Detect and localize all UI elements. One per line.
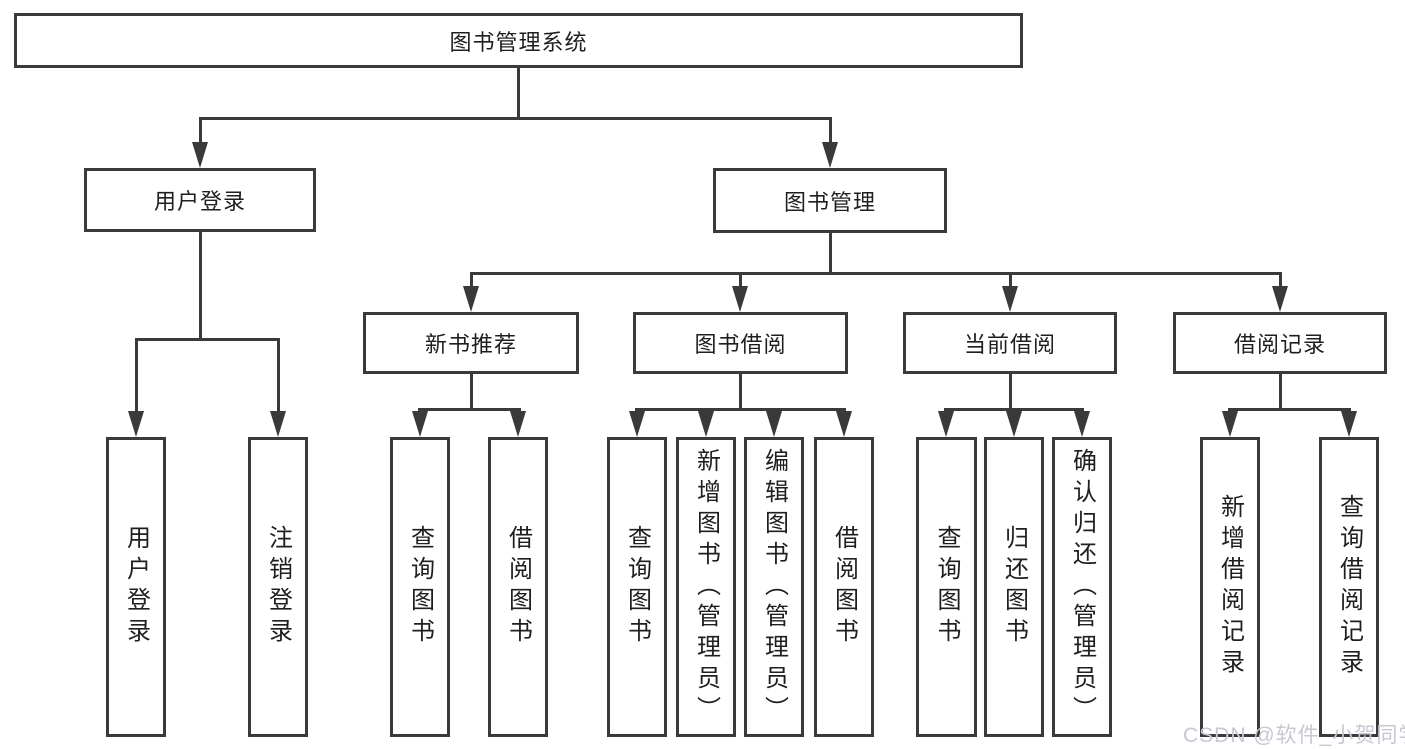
leaf-user-login-label: 用户登录 (122, 525, 150, 649)
node-current-borrowing-label: 当前借阅 (963, 332, 1056, 357)
node-book-management: 图书管理 (713, 168, 947, 233)
arrow-down-icon (766, 411, 782, 437)
leaf-query-borrow-record: 查询借阅记录 (1319, 437, 1379, 737)
node-new-book-recommendation: 新书推荐 (363, 312, 579, 374)
arrow-down-icon (629, 411, 645, 437)
leaf-query-books-current: 查询图书 (916, 437, 977, 737)
arrow-down-icon (836, 411, 852, 437)
connector-new-book-branch (418, 408, 521, 411)
leaf-confirm-return-admin: 确认归还（管理员） (1052, 437, 1112, 737)
node-borrowing-records: 借阅记录 (1173, 312, 1387, 374)
arrow-down-icon (510, 411, 526, 437)
arrow-down-icon (1002, 286, 1018, 312)
connector-drop-user-login (199, 117, 202, 146)
leaf-borrow-books-label: 借阅图书 (830, 525, 858, 649)
node-user-login: 用户登录 (84, 168, 316, 232)
connector-book-management-trunk (829, 231, 832, 275)
connector-drop-leaf-user-login (135, 338, 138, 416)
leaf-add-borrow-record-label: 新增借阅记录 (1216, 494, 1244, 680)
leaf-user-login: 用户登录 (106, 437, 166, 737)
watermark: CSDN @软件_小贺同学 (1183, 724, 1405, 747)
leaf-edit-book-admin-label: 编辑图书（管理员） (760, 447, 788, 727)
leaf-confirm-return-admin-label: 确认归还（管理员） (1068, 447, 1096, 727)
arrow-down-icon (938, 411, 954, 437)
leaf-query-books-borrow: 查询图书 (607, 437, 667, 737)
connector-new-book-trunk (470, 372, 473, 411)
connector-borrowing-records-branch (1228, 408, 1351, 411)
arrow-down-icon (192, 142, 208, 168)
arrow-down-icon (463, 286, 479, 312)
leaf-return-books: 归还图书 (984, 437, 1044, 737)
connector-drop-new-book (470, 272, 473, 290)
leaf-borrow-books: 借阅图书 (814, 437, 874, 737)
connector-drop-book-management (829, 117, 832, 146)
leaf-logout: 注销登录 (248, 437, 308, 737)
arrow-down-icon (1272, 286, 1288, 312)
arrow-down-icon (412, 411, 428, 437)
leaf-query-books-current-label: 查询图书 (933, 525, 960, 649)
connector-root-trunk (517, 66, 520, 119)
leaf-add-book-admin: 新增图书（管理员） (676, 437, 736, 737)
node-user-login-label: 用户登录 (153, 189, 246, 214)
connector-user-login-trunk (199, 230, 202, 341)
node-root: 图书管理系统 (14, 13, 1023, 68)
leaf-query-books-borrow-label: 查询图书 (623, 525, 651, 649)
connector-user-login-branch (135, 338, 280, 341)
arrow-down-icon (822, 142, 838, 168)
node-book-borrowing: 图书借阅 (633, 312, 848, 374)
arrow-down-icon (1222, 411, 1238, 437)
node-book-borrowing-label: 图书借阅 (694, 332, 787, 357)
connector-current-borrowing-branch (944, 408, 1084, 411)
arrow-down-icon (698, 411, 714, 437)
node-borrowing-records-label: 借阅记录 (1233, 332, 1326, 357)
arrow-down-icon (732, 286, 748, 312)
connector-current-borrowing-trunk (1009, 372, 1012, 411)
arrow-down-icon (1006, 411, 1022, 437)
connector-book-management-branch (470, 272, 1282, 275)
connector-drop-leaf-logout (277, 338, 280, 416)
leaf-borrow-books-recommend-label: 借阅图书 (504, 525, 532, 649)
leaf-add-borrow-record: 新增借阅记录 (1200, 437, 1260, 737)
node-book-management-label: 图书管理 (783, 189, 876, 215)
leaf-return-books-label: 归还图书 (1000, 525, 1028, 649)
node-new-book-recommendation-label: 新书推荐 (424, 332, 517, 357)
leaf-edit-book-admin: 编辑图书（管理员） (744, 437, 804, 737)
node-root-label: 图书管理系统 (449, 29, 588, 55)
connector-drop-book-borrowing (739, 272, 742, 290)
arrow-down-icon (270, 411, 286, 437)
connector-root-branch (199, 117, 832, 120)
connector-drop-borrowing-records (1279, 272, 1282, 290)
leaf-add-book-admin-label: 新增图书（管理员） (692, 447, 720, 727)
connector-book-borrowing-trunk (739, 372, 742, 411)
connector-drop-current-borrowing (1009, 272, 1012, 290)
node-current-borrowing: 当前借阅 (903, 312, 1117, 374)
leaf-query-books-recommend: 查询图书 (390, 437, 450, 737)
leaf-borrow-books-recommend: 借阅图书 (488, 437, 548, 737)
leaf-logout-label: 注销登录 (264, 525, 292, 649)
arrow-down-icon (1074, 411, 1090, 437)
leaf-query-borrow-record-label: 查询借阅记录 (1335, 494, 1363, 680)
connector-borrowing-records-trunk (1279, 372, 1282, 411)
connector-book-borrowing-branch (635, 408, 846, 411)
leaf-query-books-recommend-label: 查询图书 (406, 525, 434, 649)
arrow-down-icon (1341, 411, 1357, 437)
arrow-down-icon (128, 411, 144, 437)
